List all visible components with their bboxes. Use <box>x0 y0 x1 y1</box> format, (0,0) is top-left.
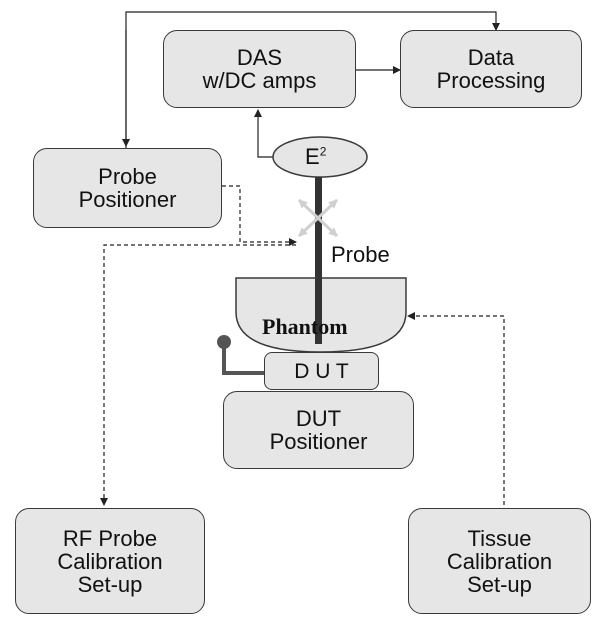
motion-arrow-sw <box>297 216 320 238</box>
probe-shaft <box>315 177 322 345</box>
motion-arrow-se <box>316 216 339 238</box>
das-box-line2: w/DC amps <box>202 68 317 93</box>
das-box-line1: DAS <box>236 45 283 70</box>
phantom-label: Phantom <box>262 314 348 339</box>
probe-positioner-line1: Probe <box>98 164 157 189</box>
rf-probe-line2: Calibration <box>57 548 163 574</box>
dut-box: D U T <box>264 352 379 390</box>
data-processing-line2: Processing <box>436 68 546 93</box>
dut-antenna <box>222 346 264 375</box>
rf-calibration-connector <box>100 244 296 506</box>
data-processing-box: Data Processing <box>400 30 582 108</box>
rf-probe-calibration-box: RF Probe Calibration Set-up <box>15 508 205 614</box>
e2-label: E2 <box>305 144 326 170</box>
dut-positioner-line2: Positioner <box>269 429 368 454</box>
tissue-line3: Set-up <box>467 571 532 597</box>
tissue-line1: Tissue <box>467 525 532 551</box>
positioner-to-probe-connector <box>222 185 297 246</box>
probe-positioner-box: Probe Positioner <box>33 148 222 228</box>
e2-base: E <box>305 144 320 169</box>
dut-positioner-line1: DUT <box>295 406 342 431</box>
probe-label: Probe <box>331 242 390 267</box>
motion-arrow-nw <box>297 198 320 220</box>
tissue-line2: Calibration <box>446 548 553 574</box>
tissue-calibration-connector <box>407 312 505 505</box>
dut-antenna-tip <box>217 335 231 349</box>
motion-arrow-ne <box>316 198 339 220</box>
rf-probe-line1: RF Probe <box>62 525 158 551</box>
dut-label: D U T <box>294 359 349 383</box>
tissue-calibration-box: Tissue Calibration Set-up <box>408 508 591 614</box>
rf-probe-line3: Set-up <box>77 571 143 597</box>
probe-shaft-in-phantom <box>315 278 322 344</box>
e2-superscript: 2 <box>319 144 327 159</box>
probe-positioner-line2: Positioner <box>78 187 177 212</box>
das-box: DAS w/DC amps <box>163 30 356 108</box>
data-processing-line1: Data <box>467 45 515 70</box>
dut-positioner-box: DUT Positioner <box>223 391 414 469</box>
